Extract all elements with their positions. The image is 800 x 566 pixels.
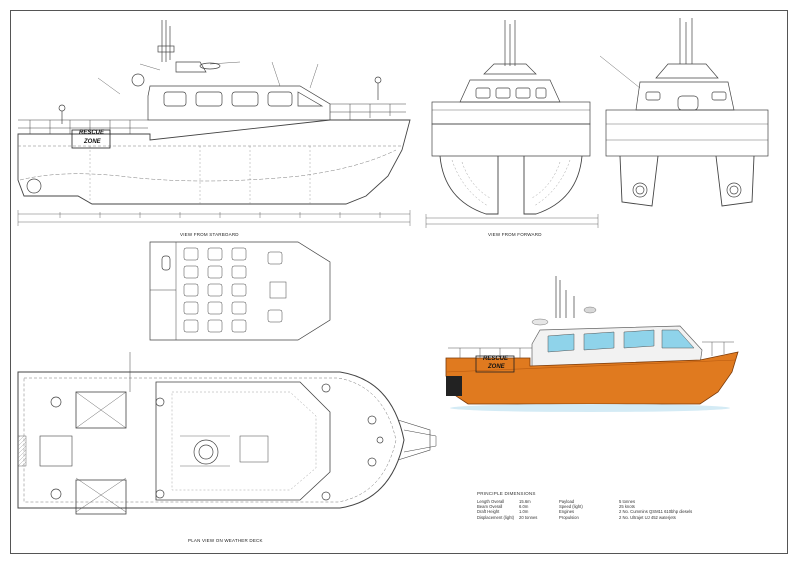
deck-superstructure [155,381,331,501]
principal-dimensions-title: PRINCIPLE DIMENSIONS [477,491,536,496]
spec-value: 6.0m [519,504,529,510]
front-demihull-left [439,155,499,215]
front-demihull-right [523,155,583,215]
spec-value: 15.6m [519,499,531,504]
rear-view [599,18,769,207]
rear-demihull-right [715,155,755,207]
spec-key: Payload [559,499,575,504]
spec-key: Propulsion [559,514,579,520]
spec-value: 1.0m [519,509,529,515]
rendered-rescue-zone-line2: ZONE [488,364,505,370]
side-dimension-line [17,210,411,226]
caption-view-from-forward: VIEW FROM FORWARD [488,232,542,237]
spec-row: Draft Height 1.0m Engines 2 No. Cummins … [477,509,777,514]
side-rescue-zone-line1: RESCUE [79,130,105,136]
deck-plan [17,352,437,515]
cabin-plan [149,241,331,341]
principal-dimensions-table: PRINCIPLE DIMENSIONS Length Overall 15.6… [477,491,777,520]
side-rescue-zone-line2: ZONE [84,139,101,145]
spec-row: Beam Overall 6.0m Speed (light) 25 knots [477,504,777,509]
side-mast [131,20,221,87]
side-wheelhouse [147,85,331,121]
cabin-seats [183,247,287,333]
side-view [17,20,411,226]
caption-plan-view: PLAN VIEW ON WEATHER DECK [188,538,263,543]
front-view [425,20,599,228]
spec-value: 2 No. Cummins QSM11 610bhp diesels [619,509,693,515]
rear-demihull-left [619,155,659,207]
spec-key: Engines [559,509,575,515]
spec-key: Speed (light) [559,504,583,510]
deck-hatch-aft-upper [75,391,127,429]
deck-outline [17,371,405,509]
deck-hatch-aft-lower [75,479,127,515]
spec-value: 20 tonnes [519,514,538,520]
spec-row: Displacement (light) 20 tonnes Propulsio… [477,515,777,520]
spec-value: 25 knots [619,504,635,510]
rendered-rescue-zone-line1: RESCUE [483,356,509,362]
side-railing [18,103,406,134]
side-hull [17,119,411,205]
front-hull-box [431,123,591,157]
spec-value: 2 No. Ultrajet UJ 452 waterjets [619,514,676,520]
spec-value: 5 tonnes [619,499,636,504]
rendered-boat [445,276,739,412]
rendered-rescue-zone-box [475,355,515,373]
spec-key: Displacement (light) [477,514,515,520]
spec-row: Length Overall 15.6m Payload 5 tonnes [477,499,777,504]
spec-key: Length Overall [477,499,505,504]
caption-view-from-starboard: VIEW FROM STARBOARD [180,232,239,237]
drawing-frame [10,10,788,554]
spec-key: Draft Height [477,509,500,515]
spec-key: Beam Overall [477,504,503,510]
side-rescue-zone-box [71,129,111,149]
